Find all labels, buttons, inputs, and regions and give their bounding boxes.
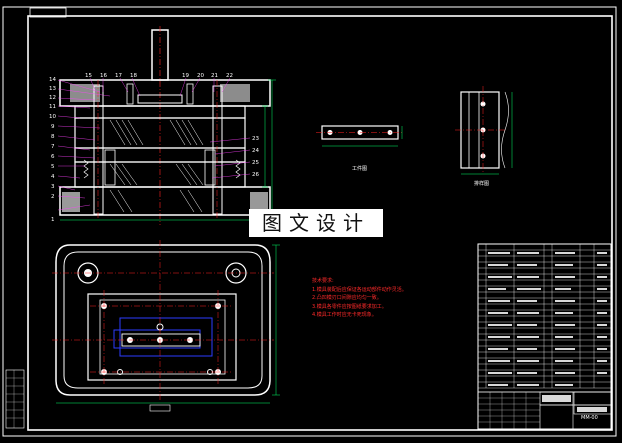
callout-9: 9 bbox=[51, 124, 55, 130]
callout-7: 7 bbox=[51, 144, 55, 150]
callout-10: 10 bbox=[49, 114, 56, 120]
callout-1: 1 bbox=[51, 217, 55, 223]
callout-8: 8 bbox=[51, 134, 55, 140]
plan-view bbox=[52, 240, 280, 412]
strip-layout-label: 排样图 bbox=[474, 180, 489, 187]
callout-11: 11 bbox=[49, 104, 56, 110]
callout-2: 2 bbox=[51, 194, 55, 200]
callout-24: 24 bbox=[252, 148, 259, 154]
callout-19: 19 bbox=[182, 73, 189, 79]
callout-6: 6 bbox=[51, 154, 55, 160]
main-section-view bbox=[57, 26, 276, 225]
requirement-item-3: 3.模具各零件应按图纸要求加工。 bbox=[312, 303, 387, 310]
revision-table bbox=[5, 369, 25, 429]
callout-21: 21 bbox=[211, 73, 218, 79]
requirement-item-4: 4.模具工作时应无卡死现象。 bbox=[312, 312, 377, 318]
technical-requirements: 技术要求: 1.模具装配后应保证各运动部件动作灵活。 2.凸凹模刃口间隙应均匀一… bbox=[312, 277, 407, 320]
parts-list-table bbox=[477, 243, 612, 430]
strip-layout-view bbox=[455, 86, 513, 175]
callout-25: 25 bbox=[252, 160, 259, 166]
callout-14: 14 bbox=[49, 77, 56, 83]
drawing-border bbox=[2, 6, 617, 437]
callout-17: 17 bbox=[115, 73, 122, 79]
callout-26: 26 bbox=[252, 172, 259, 178]
callout-12: 12 bbox=[49, 95, 56, 101]
callout-5: 5 bbox=[51, 164, 55, 170]
callout-3: 3 bbox=[51, 184, 55, 190]
callout-15: 15 bbox=[85, 73, 92, 79]
part-top-label: 工件图 bbox=[352, 165, 367, 172]
watermark-text: 图文设计 bbox=[249, 209, 383, 237]
callout-22: 22 bbox=[226, 73, 233, 79]
inner-frame bbox=[27, 15, 613, 431]
callout-18: 18 bbox=[130, 73, 137, 79]
title-tab bbox=[29, 7, 67, 18]
requirement-item-2: 2.凸凹模刃口间隙应均匀一致。 bbox=[312, 295, 382, 301]
requirement-item-1: 1.模具装配后应保证各运动部件动作灵活。 bbox=[312, 286, 407, 293]
callout-23: 23 bbox=[252, 136, 259, 142]
callout-13: 13 bbox=[49, 86, 56, 92]
part-top-view bbox=[316, 125, 404, 147]
requirements-heading: 技术要求: bbox=[312, 278, 334, 284]
callout-20: 20 bbox=[197, 73, 204, 79]
callout-16: 16 bbox=[100, 73, 107, 79]
callout-4: 4 bbox=[51, 174, 55, 180]
drawing-number: MM-00 bbox=[581, 415, 598, 421]
